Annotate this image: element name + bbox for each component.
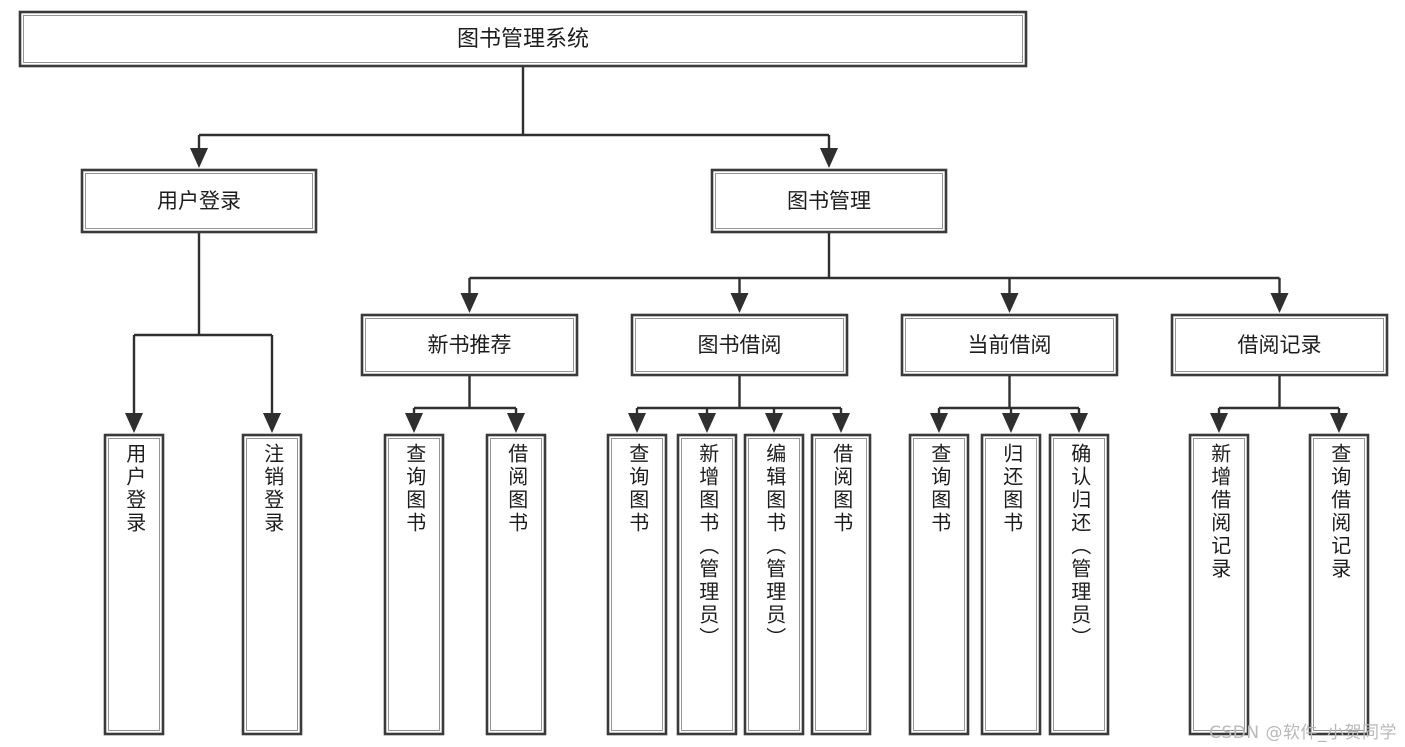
node-leaf-查询图书[interactable] bbox=[383, 433, 445, 736]
node-leaf-归还图书[interactable] bbox=[980, 433, 1042, 736]
node-leaf-注销登录[interactable] bbox=[241, 433, 303, 736]
arrow-down-icon bbox=[1000, 293, 1019, 313]
connector-layer bbox=[125, 66, 1348, 433]
node-level2-当前借阅[interactable] bbox=[900, 313, 1119, 377]
node-level2-label-0: 新书推荐 bbox=[428, 333, 512, 357]
node-level2-新书推荐[interactable] bbox=[360, 313, 579, 377]
arrow-down-icon bbox=[1270, 293, 1289, 313]
node-root-图书管理系统[interactable] bbox=[18, 10, 1028, 68]
arrow-down-icon bbox=[1070, 413, 1088, 433]
arrow-down-icon bbox=[730, 293, 749, 313]
node-leaf-查询借阅记录[interactable] bbox=[1308, 433, 1370, 736]
arrow-down-icon bbox=[930, 413, 948, 433]
arrow-down-icon bbox=[820, 148, 838, 168]
node-level1-label-1: 图书管理 bbox=[787, 189, 871, 213]
node-level1-图书管理[interactable] bbox=[710, 168, 948, 234]
arrow-down-icon bbox=[263, 413, 281, 433]
arrow-down-icon bbox=[765, 413, 783, 433]
node-leaf-新增借阅记录[interactable] bbox=[1188, 433, 1250, 736]
arrow-down-icon bbox=[1210, 413, 1228, 433]
node-level2-图书借阅[interactable] bbox=[630, 313, 849, 377]
node-leaf-确认归还管理员[interactable] bbox=[1048, 433, 1110, 736]
node-level1-label-0: 用户登录 bbox=[157, 189, 241, 213]
arrow-down-icon bbox=[125, 413, 143, 433]
arrow-down-icon bbox=[405, 413, 423, 433]
arrow-down-icon bbox=[190, 148, 208, 168]
arrow-down-icon bbox=[698, 413, 716, 433]
arrow-down-icon bbox=[460, 293, 479, 313]
node-level1-用户登录[interactable] bbox=[80, 168, 318, 234]
arrow-down-icon bbox=[832, 413, 850, 433]
arrow-down-icon bbox=[628, 413, 646, 433]
node-layer bbox=[18, 10, 1389, 736]
node-level2-label-3: 借阅记录 bbox=[1238, 333, 1322, 357]
node-level2-借阅记录[interactable] bbox=[1170, 313, 1389, 377]
node-leaf-编辑图书管理员[interactable] bbox=[743, 433, 805, 736]
arrow-down-icon bbox=[1002, 413, 1020, 433]
arrow-down-icon bbox=[1330, 413, 1348, 433]
node-leaf-借阅图书[interactable] bbox=[810, 433, 872, 736]
node-leaf-新增图书管理员[interactable] bbox=[676, 433, 738, 736]
node-leaf-借阅图书[interactable] bbox=[485, 433, 547, 736]
csdn-watermark: CSDN @软件_小贺同学 bbox=[1209, 723, 1397, 743]
node-leaf-查询图书[interactable] bbox=[606, 433, 668, 736]
node-level2-label-2: 当前借阅 bbox=[968, 333, 1052, 357]
node-leaf-查询图书[interactable] bbox=[908, 433, 970, 736]
arrow-down-icon bbox=[507, 413, 525, 433]
node-leaf-用户登录[interactable] bbox=[103, 433, 165, 736]
node-level2-label-1: 图书借阅 bbox=[698, 333, 782, 357]
node-root-label: 图书管理系统 bbox=[457, 27, 589, 52]
